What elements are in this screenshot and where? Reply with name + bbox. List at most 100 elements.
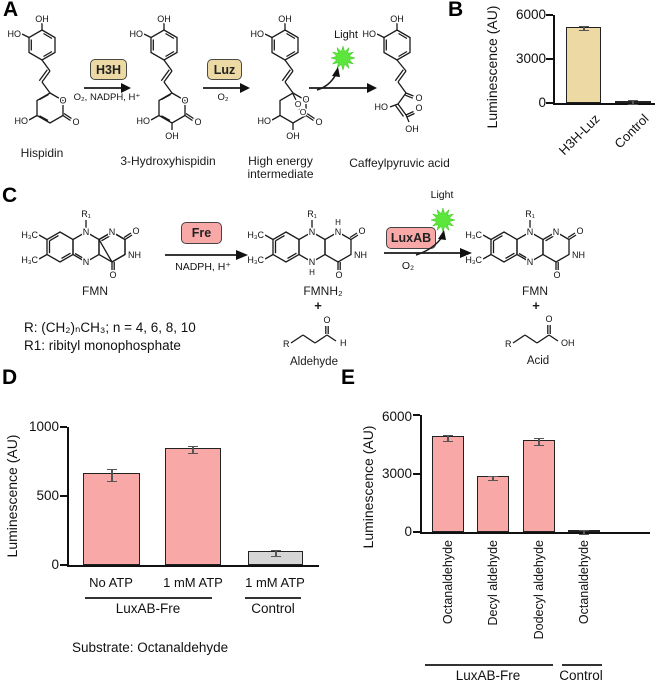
tick-mark [60,495,67,497]
chart-b-plot: H3H-Luz Control [546,14,655,158]
fmn1-bonds [38,220,133,270]
light-label-a: Light [334,29,358,41]
atom-label: OH [35,14,49,24]
atom-label: NH [354,250,367,260]
r-definition-line1: R: (CH₂)ₙCH₃; n = 4, 6, 8, 10 [24,320,196,335]
hispidin-bonds [21,23,72,124]
chart-d-ylabel: Luminescence (AU) [4,434,20,558]
atom-label: OH [286,131,300,141]
atom-label: OH [561,338,575,348]
reaction-arrow-c2 [384,230,472,258]
atom-label: O [59,96,66,106]
chart-b-ytick-3000: 3000 [515,51,546,66]
molecule-name-line1: High energy [248,154,313,168]
bar-decyl-aldehyde [477,475,509,532]
atom-label: O [181,96,188,106]
tick-mark [60,563,67,566]
error-bar [578,26,589,32]
chart-d-ytick-0: 0 [51,557,59,572]
atom-label: HO [15,116,29,126]
fmn2-bonds [482,220,577,270]
chart-d-group-line-control [245,597,301,599]
molecule-name-hispidin: Hispidin [20,146,64,160]
atom-label: HO [375,102,389,112]
atom-label: R₁ [525,209,535,219]
reaction-arrow-3 [309,67,377,93]
bar-h3h-luz [566,26,601,103]
atom-label: H₃C [466,230,482,240]
atom-label: O [576,226,583,236]
atom-label: O [295,99,302,109]
intermediate-bonds [264,23,315,130]
bar-dodecyl-aldehyde [523,438,555,532]
caffeylpyruvic-structure: OH HO O HO O OH [361,13,424,136]
aldehyde-structure: R O H [282,314,349,351]
fmn-structure-2: H₃C H₃C R₁ N N N NH O O [466,208,587,282]
atom-label: N [527,227,534,237]
hispidin-structure: OH HO O O HO [6,13,81,129]
tick-mark [546,14,553,16]
atom-label: H [309,268,315,277]
atom-label: H [335,218,341,227]
atom-label: HO [251,29,265,39]
error-bar [579,529,589,535]
atom-label: O [315,117,322,127]
chart-d-ytick-500: 500 [36,488,59,503]
molecule-name-intermediate: High energy intermediate [238,155,323,181]
chart-d-group-label-luxab-fre: LuxAB-Fre [115,601,181,616]
tick-mark [546,58,553,60]
chart-e-group-line-control [562,664,602,666]
panel-b-label: B [448,0,464,21]
reaction-arrow-c1 [165,250,248,260]
atom-label: NH [128,250,141,260]
atom-label: HO [363,29,377,39]
chart-b-ytick-0: 0 [538,95,546,110]
atom-label: N [109,227,116,237]
atom-label: O [194,117,201,127]
enzyme-box-luz: Luz [207,59,242,80]
error-bar [628,100,638,106]
chart-b-ytick-6000: 6000 [515,7,546,22]
chart-e-ytick-0: 0 [404,524,412,539]
light-burst-icon-c [430,207,456,233]
error-bar [270,549,281,557]
atom-label: N [83,227,90,237]
chart-e-xlabel-octanaldehyde: Octanaldehyde [441,540,455,625]
atom-label: N [335,227,342,237]
chart-d-xlabel-1mm-atp: 1 mM ATP [163,575,223,590]
chart-e-group-line-luxab-fre [425,664,553,666]
atom-label: H₃C [248,255,264,265]
chart-e-ytick-3000: 3000 [381,466,412,481]
chart-d-xlabel-control-atp: 1 mM ATP [245,575,305,590]
fmnh2-structure: H₃C H₃C R₁ N N H N H NH O O [248,208,369,282]
enzyme-box-h3h: H3H [90,59,127,80]
fmn-structure-1: H₃C H₃C R₁ N N N NH O O [22,208,143,282]
bar-1mm-atp [165,446,221,565]
reaction-arrow-2 [203,83,250,93]
plus-sign-2: + [532,298,540,313]
atom-label: HO [130,29,144,39]
chart-d-plot: No ATP 1 mM ATP 1 mM ATP [60,426,319,590]
reaction-conditions-c2: O₂ [401,260,415,272]
molecule-name-line2: intermediate [247,167,314,181]
bar-octanaldehyde [432,434,464,532]
chart-e-xlabel-dodecyl: Dodecyl aldehyde [532,540,546,640]
atom-label: H₃C [248,230,264,240]
atom-label: N [83,257,90,267]
acid-bonds [512,325,559,344]
atom-label: O [109,270,116,280]
atom-label: O [415,93,422,103]
atom-label: O [302,95,309,105]
chart-d-xlabel-no-atp: No ATP [89,575,133,590]
tick-mark [413,530,420,533]
chart-e-group-label-control: Control [559,668,603,683]
aldehyde-bonds [290,326,337,344]
atom-label: O [323,315,330,325]
panel-a-label: A [3,0,19,21]
error-bar [106,468,117,482]
caffeylpyruvic-bonds [376,23,415,123]
atom-label: R [283,339,290,349]
error-bar [488,475,498,481]
bar-control [615,100,651,106]
